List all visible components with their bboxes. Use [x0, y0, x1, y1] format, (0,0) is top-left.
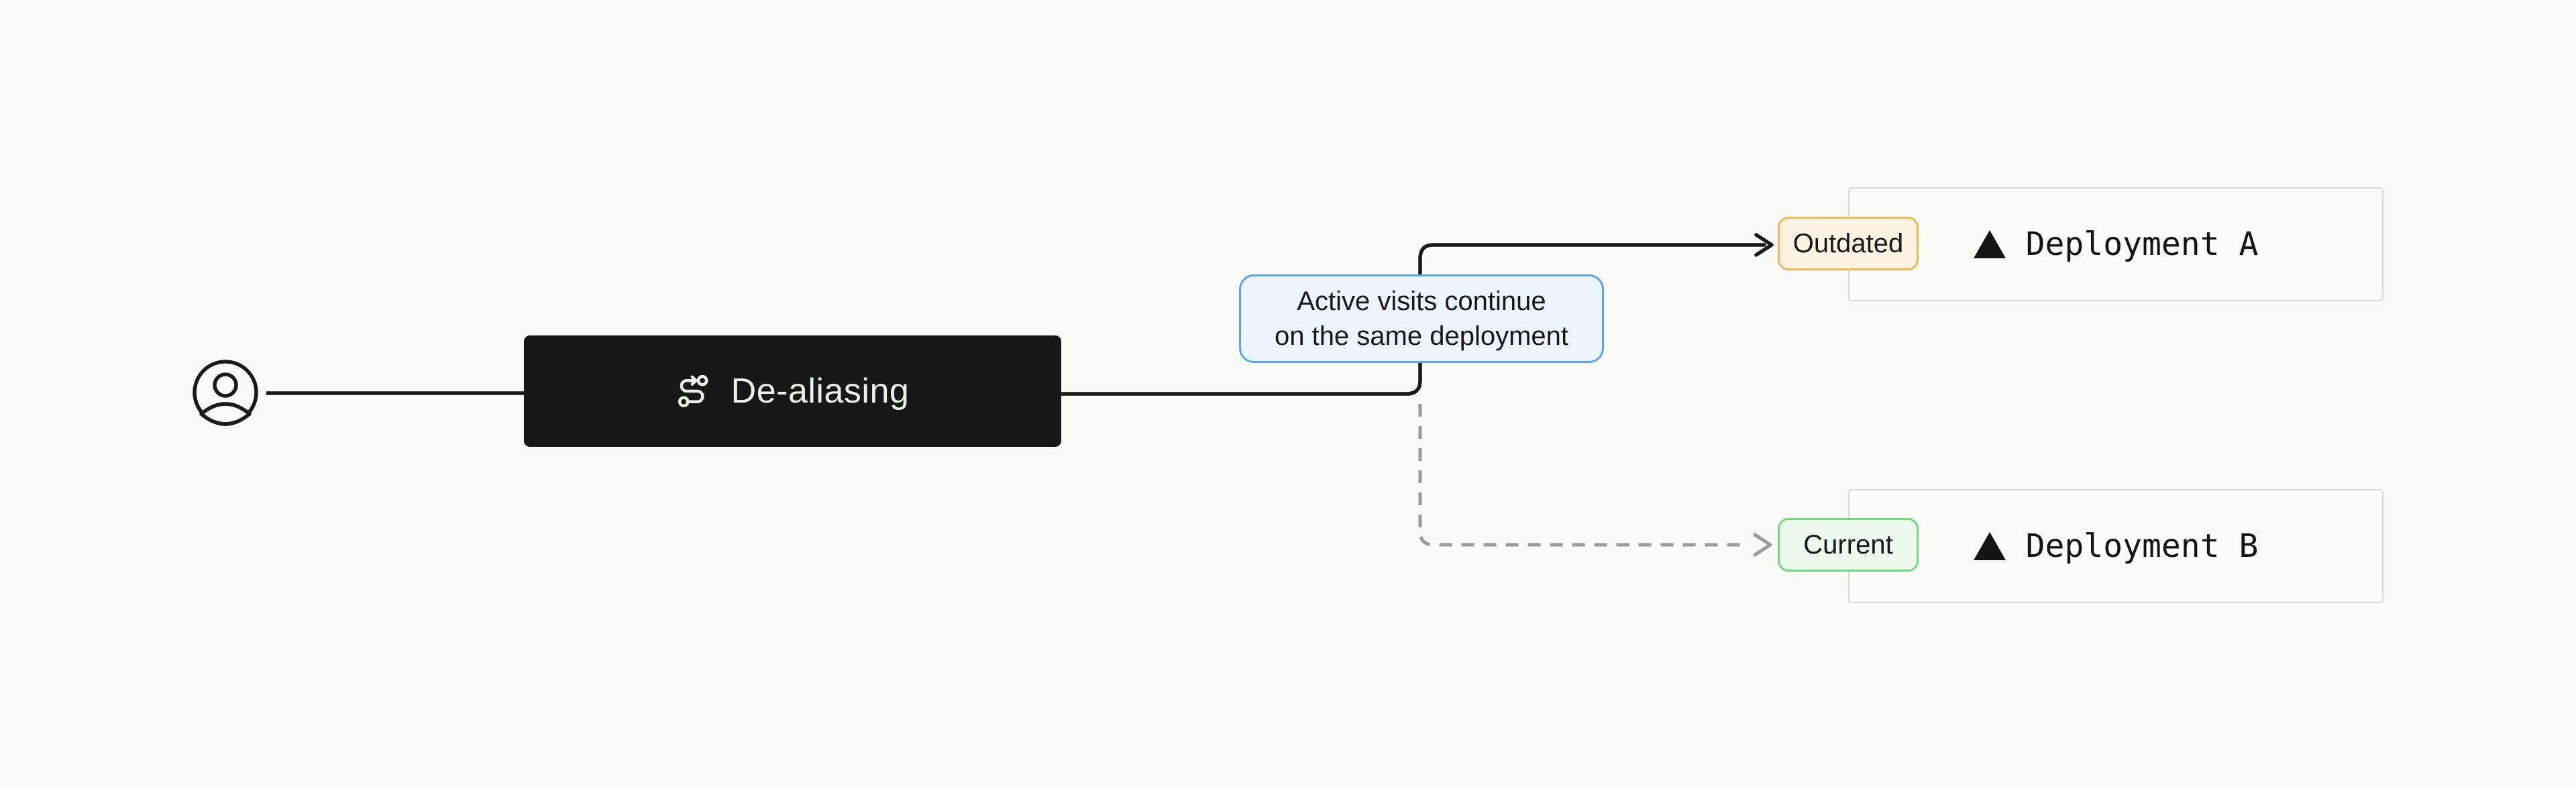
dashed-arrowhead-icon	[1753, 533, 1772, 557]
deployment-b-node: Deployment B	[1848, 489, 2383, 603]
vercel-triangle-icon	[1973, 532, 2006, 560]
solid-arrowhead-icon	[1754, 233, 1774, 257]
dashed-connector-line	[1418, 404, 1747, 547]
status-badge-outdated: Outdated	[1778, 217, 1919, 270]
route-icon	[678, 374, 708, 408]
annotation-line-2: on the same deployment	[1274, 321, 1569, 351]
de-aliasing-node: De-aliasing	[524, 335, 1061, 447]
user-icon	[193, 360, 258, 426]
status-badge-outdated-label: Outdated	[1792, 228, 1904, 258]
annotation-line-1: Active visits continue	[1297, 286, 1546, 316]
deployment-a-label: Deployment A	[2025, 225, 2259, 263]
deployment-b-label: Deployment B	[2025, 527, 2259, 565]
annotation-active-visits: Active visits continue on the same deplo…	[1239, 274, 1604, 363]
vercel-triangle-icon	[1973, 230, 2006, 258]
status-badge-current-label: Current	[1803, 529, 1893, 560]
status-badge-current: Current	[1778, 518, 1919, 572]
process-label: De-aliasing	[731, 372, 910, 411]
deployment-a-node: Deployment A	[1848, 187, 2383, 301]
